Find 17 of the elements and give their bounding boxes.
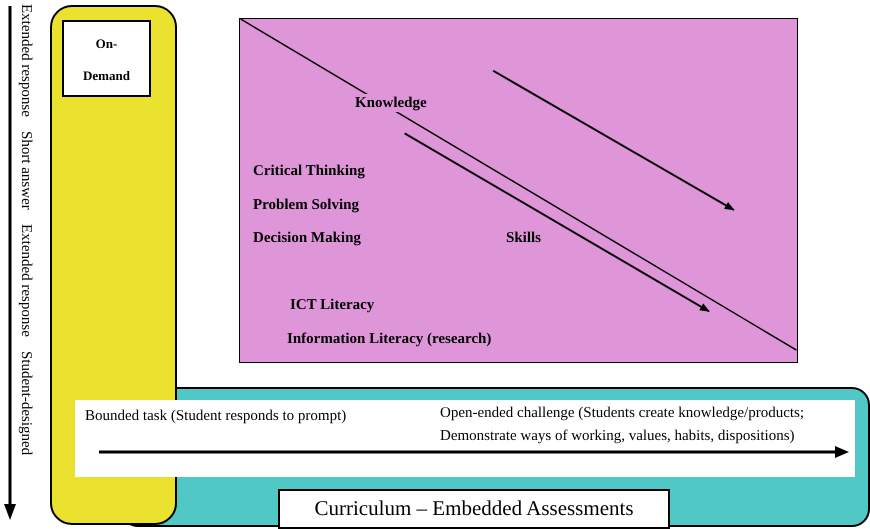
response-type-label: Extended response — [17, 4, 35, 117]
task-strip — [75, 400, 855, 477]
skill-label: Decision Making — [251, 229, 363, 247]
task-description: Open-ended challenge (Students create knowledge/products; Demonstrate ways of working, values, habits, dispositions) — [440, 404, 806, 446]
box-label: On- Demand — [82, 35, 131, 85]
title-box — [278, 489, 670, 529]
task-description: Bounded task (Student responds to prompt) — [85, 407, 348, 426]
response-type-label: Extended response — [17, 224, 35, 337]
skill-label: Information Literacy (research) — [285, 330, 494, 348]
box-title: Curriculum – Embedded Assessments — [314, 495, 634, 522]
skill-label: Critical Thinking — [251, 162, 367, 180]
skill-label: ICT Literacy — [288, 296, 376, 314]
response-type-label: Student-designed — [17, 350, 35, 455]
response-type-label: Short answer — [17, 130, 35, 210]
skill-label: Knowledge — [353, 94, 429, 112]
skill-label: Problem Solving — [251, 196, 361, 214]
on-demand-box — [62, 20, 151, 97]
